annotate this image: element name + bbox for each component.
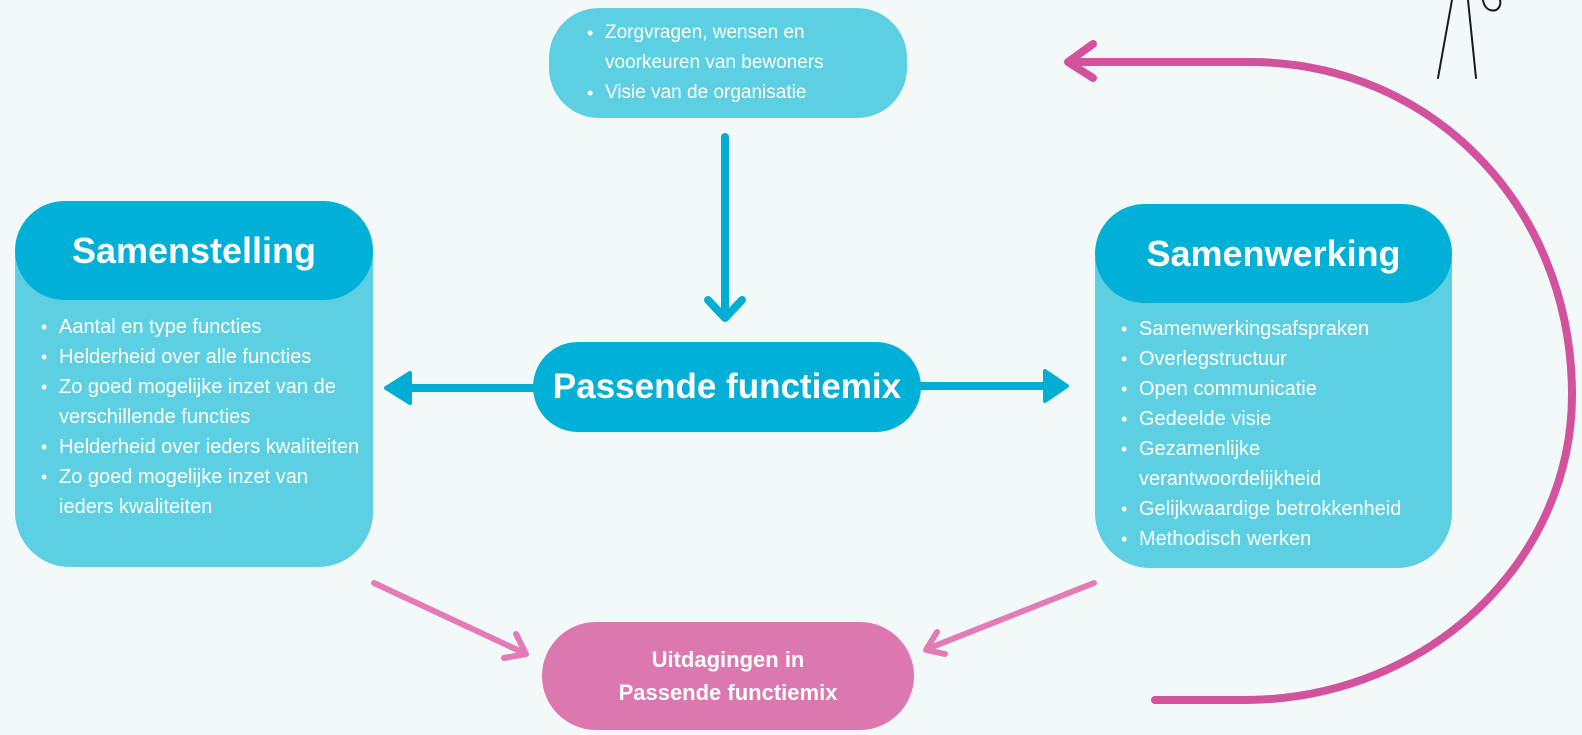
uitdagingen-line-2: Passende functiemix <box>618 680 838 705</box>
passende-functiemix-node: Passende functiemix <box>533 342 921 432</box>
uitdagingen-line-1: Uitdagingen in <box>651 647 805 672</box>
list-item: Open communicatie <box>1117 374 1447 404</box>
arrow-top-to-center <box>704 133 746 322</box>
list-item: Aantal en type functies <box>37 312 367 342</box>
list-item: Overlegstructuur <box>1117 344 1447 374</box>
list-item: Methodisch werken <box>1117 524 1447 554</box>
arrow-left-to-bottom <box>371 580 529 661</box>
list-item: Gedeelde visie <box>1117 404 1447 434</box>
list-item: Helderheid over ieders kwaliteiten <box>37 432 367 462</box>
samenstelling-list: Aantal en type functies Helderheid over … <box>37 312 367 522</box>
uitdagingen-node: Uitdagingen in Passende functiemix <box>542 622 914 730</box>
care-needs-list: Zorgvragen, wensen en voorkeuren van bew… <box>583 18 887 108</box>
arrow-right-to-bottom <box>923 580 1097 657</box>
list-item: Zo goed mogelijke inzet van de verschill… <box>37 372 367 432</box>
samenstelling-list-container: Aantal en type functies Helderheid over … <box>37 312 367 522</box>
list-item: Gelijkwaardige betrokkenheid <box>1117 494 1447 524</box>
figure-sketch-icon <box>1437 0 1502 79</box>
list-item: Zorgvragen, wensen en voorkeuren van bew… <box>583 18 887 78</box>
samenwerking-title: Samenwerking <box>1095 204 1452 303</box>
care-needs-box: Zorgvragen, wensen en voorkeuren van bew… <box>549 8 907 118</box>
list-item: Zo goed mogelijke inzet van ieders kwali… <box>37 462 367 522</box>
arrow-center-to-left <box>384 371 539 405</box>
samenwerking-list: Samenwerkingsafspraken Overlegstructuur … <box>1117 314 1447 554</box>
list-item: Visie van de organisatie <box>583 78 887 108</box>
arrow-center-to-right <box>914 369 1069 403</box>
list-item: Helderheid over alle functies <box>37 342 367 372</box>
list-item: Samenwerkingsafspraken <box>1117 314 1447 344</box>
feedback-loop-arrow <box>1064 40 1576 704</box>
samenstelling-title: Samenstelling <box>15 201 373 300</box>
samenwerking-list-container: Samenwerkingsafspraken Overlegstructuur … <box>1117 314 1447 554</box>
list-item: Gezamenlijke verantwoordelijkheid <box>1117 434 1447 494</box>
